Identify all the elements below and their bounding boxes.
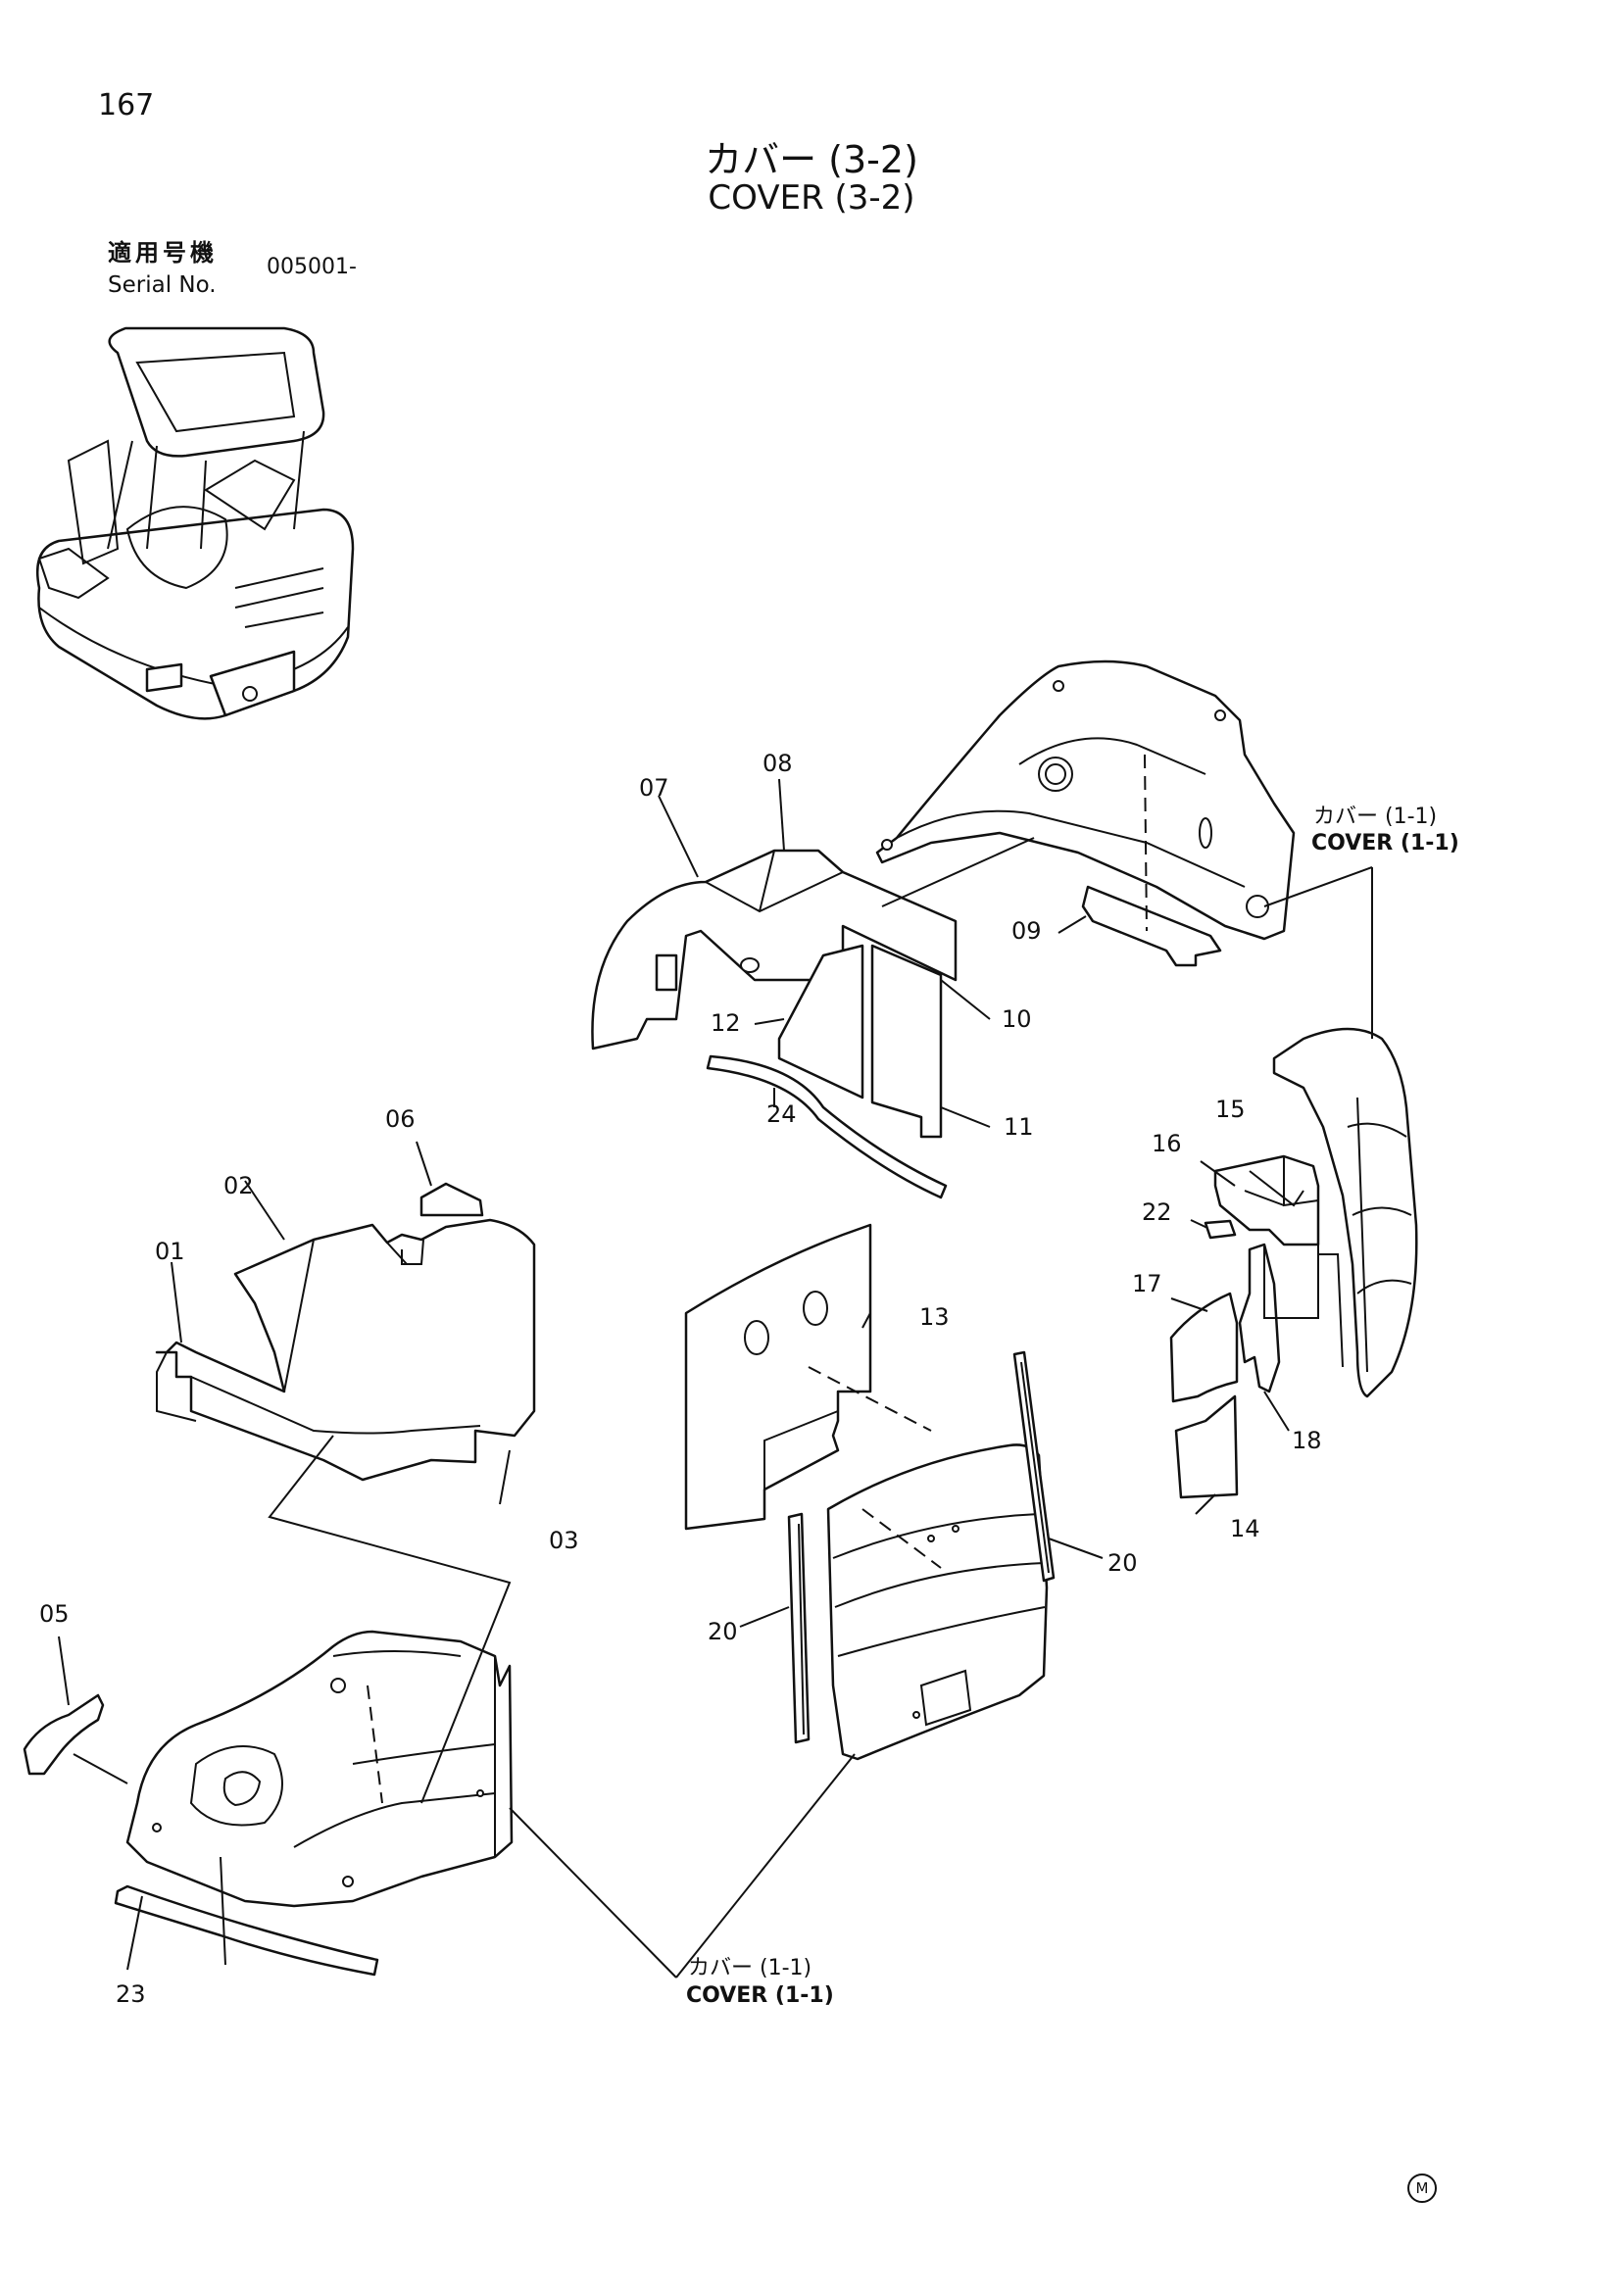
part-23-seal-strip xyxy=(114,1884,379,1977)
rear-center-cover xyxy=(826,1443,1049,1761)
callout-15: 15 xyxy=(1215,1096,1246,1123)
callout-10: 10 xyxy=(1002,1005,1032,1033)
reference-right-english: COVER (1-1) xyxy=(1311,831,1459,855)
part-05-trim xyxy=(23,1693,105,1776)
callout-14: 14 xyxy=(1230,1515,1260,1542)
manufacturer-mark: M xyxy=(1407,2174,1437,2203)
callout-01: 01 xyxy=(155,1238,185,1265)
part-14-pad xyxy=(1174,1394,1239,1499)
callout-02: 02 xyxy=(223,1172,254,1199)
callout-20-right: 20 xyxy=(1107,1549,1138,1577)
title-japanese: カバー (3-2) xyxy=(705,138,918,181)
part-17-pad xyxy=(1169,1292,1239,1403)
title-english: COVER (3-2) xyxy=(708,178,915,218)
serial-label-english: Serial No. xyxy=(108,272,217,298)
callout-06: 06 xyxy=(385,1105,416,1133)
callout-09: 09 xyxy=(1011,917,1042,945)
right-side-cover xyxy=(1272,1027,1418,1398)
upper-right-cover xyxy=(875,659,1296,941)
callout-08: 08 xyxy=(762,750,793,777)
part-18-bracket xyxy=(1238,1243,1281,1393)
reference-bottom-english: COVER (1-1) xyxy=(686,1983,834,2008)
callout-20-left: 20 xyxy=(708,1618,738,1645)
callout-18: 18 xyxy=(1292,1427,1322,1454)
callout-03: 03 xyxy=(549,1527,579,1554)
assembly-lines xyxy=(220,754,1344,1966)
callout-07: 07 xyxy=(639,774,669,802)
part-20-seal-left xyxy=(787,1512,811,1744)
callout-23: 23 xyxy=(116,1980,146,2008)
part-09-bracket xyxy=(1081,885,1222,967)
part-06-wedge xyxy=(419,1182,484,1217)
callout-13: 13 xyxy=(919,1303,950,1331)
page-number: 167 xyxy=(98,88,155,122)
callout-05: 05 xyxy=(39,1600,70,1628)
callout-11: 11 xyxy=(1004,1113,1034,1141)
part-13-plate xyxy=(684,1223,872,1531)
reference-bottom-japanese: カバー (1-1) xyxy=(688,1956,812,1980)
part-22-pad xyxy=(1204,1219,1237,1240)
callout-16: 16 xyxy=(1152,1130,1182,1157)
machine-overview-illustration xyxy=(36,326,355,720)
callout-24: 24 xyxy=(766,1100,797,1128)
callout-17: 17 xyxy=(1132,1270,1162,1297)
callout-12: 12 xyxy=(711,1009,741,1037)
part-15-16-plate xyxy=(1213,1154,1320,1246)
callout-labels: 07 08 09 10 11 12 24 13 15 16 22 17 18 1… xyxy=(39,750,1322,2008)
left-front-cover xyxy=(125,1630,514,1908)
part-01-02-03-front-cover xyxy=(155,1218,536,1482)
serial-label-japanese: 適用号機 xyxy=(108,239,218,267)
leader-lines xyxy=(58,778,1373,1978)
callout-22: 22 xyxy=(1142,1198,1172,1226)
part-24-seal-strip xyxy=(706,1054,948,1199)
serial-number-value: 005001- xyxy=(267,255,357,279)
part-11-12-insulation xyxy=(777,944,943,1139)
reference-right-japanese: カバー (1-1) xyxy=(1313,805,1438,829)
